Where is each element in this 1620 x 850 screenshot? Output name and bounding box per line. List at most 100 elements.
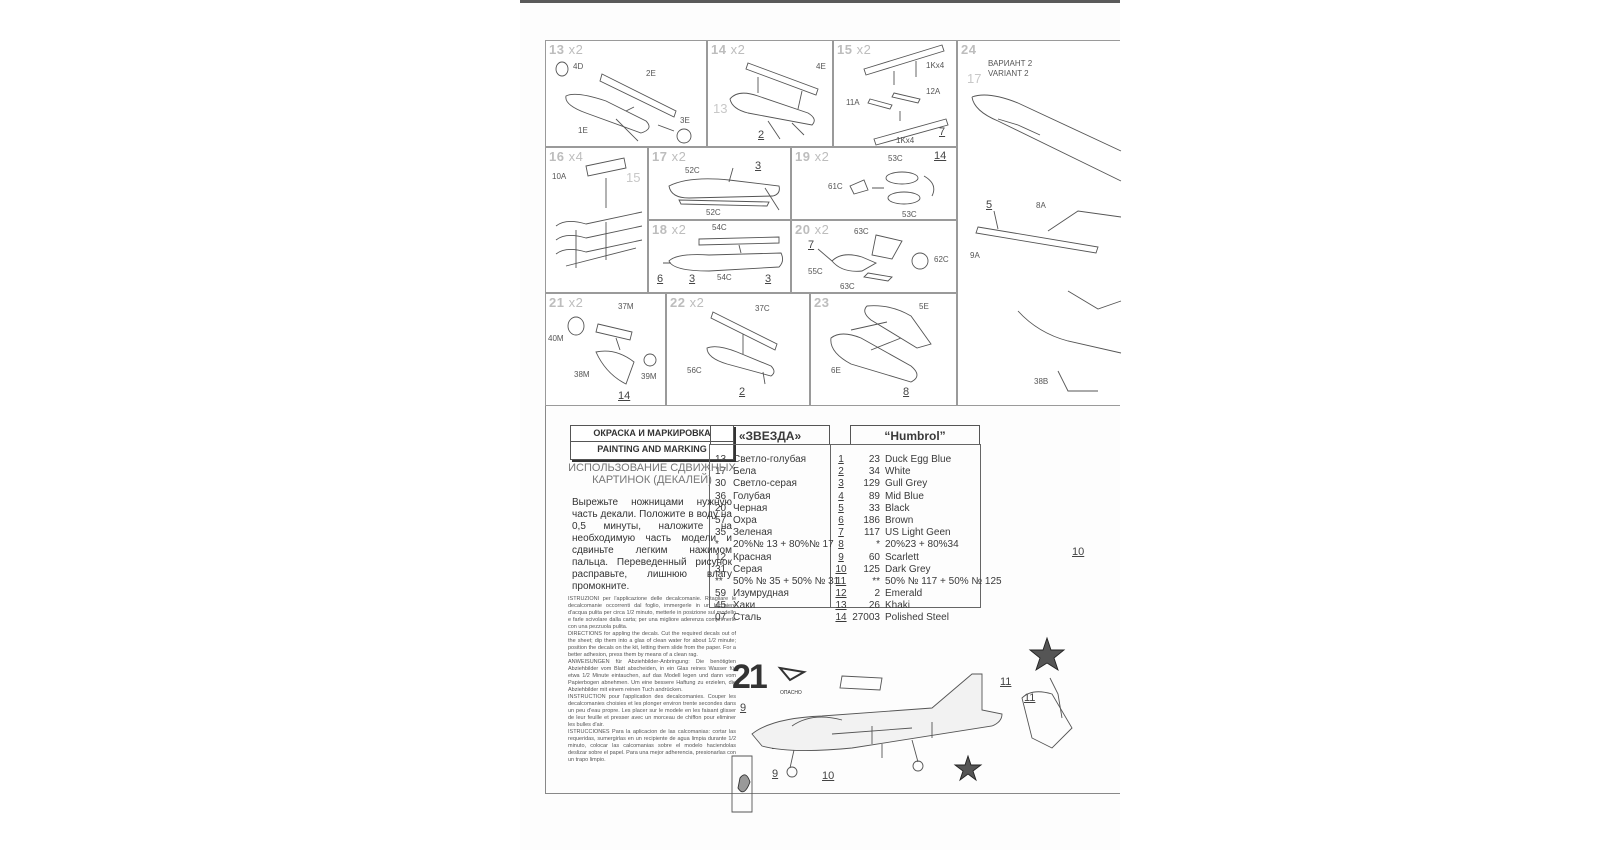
paint-callout: 11 [1024, 692, 1036, 704]
variant-label-en: VARIANT 2 [988, 69, 1029, 78]
decal-instructions-foreign: ISTRUZIONI per l'applicazione delle deca… [568, 596, 736, 764]
painting-title-box: ОКРАСКА И МАРКИРОВКА PAINTING AND MARKIN… [570, 425, 734, 460]
zvezda-paint-name: Бела [733, 466, 757, 478]
zvezda-paint-code: 20 [715, 502, 727, 514]
part-drawing [729, 62, 819, 140]
part-drawing [830, 305, 932, 383]
sheet-top-edge [520, 0, 1120, 3]
humbrol-paint-code: ** [872, 575, 880, 587]
paint-callout: 10 [822, 770, 835, 782]
paint-callout: 14 [934, 150, 947, 162]
step-number: 13 x2 [549, 42, 584, 57]
paint-index: 1 [838, 454, 844, 465]
humbrol-paint-name: Scarlett [885, 551, 919, 563]
part-drawing [849, 171, 935, 205]
part-label: 54C [717, 273, 732, 282]
step-number: 15 x2 [837, 42, 872, 57]
paint-callout: 11 [1000, 676, 1012, 688]
decal-heading: ИСПОЛЬЗОВАНИЕ СДВИЖНЫХ КАРТИНОК (ДЕКАЛЕЙ… [568, 462, 736, 486]
paint-index: 13 [835, 600, 847, 612]
humbrol-paint-code: 186 [863, 514, 880, 526]
paint-index: 14 [835, 612, 847, 624]
paint-callout: 8 [903, 386, 910, 398]
humbrol-paint-code: 27003 [852, 612, 880, 624]
step-13-panel: 13 x2 4D 2E 1E 3E [545, 40, 707, 147]
bottom-border [545, 793, 1120, 794]
step-22-panel: 22 x2 37C 56C 2 [666, 293, 810, 406]
part-label: 39M [641, 372, 657, 381]
tail-number-decal: 21 [732, 658, 768, 696]
zvezda-paint-name: Голубая [733, 490, 771, 502]
step-number: 14 x2 [711, 42, 746, 57]
step-number: 19 x2 [795, 149, 830, 164]
part-label: 1Kx4 [896, 136, 915, 145]
humbrol-paint-row: 34 White [844, 466, 1002, 478]
part-label: 63C [854, 227, 869, 236]
paint-table-divider [830, 444, 831, 608]
zvezda-paint-name: Зеленая [733, 527, 773, 539]
zvezda-paint-code: 17 [715, 466, 727, 478]
paint-index: 8 [838, 539, 844, 551]
humbrol-paint-name: White [885, 466, 911, 478]
humbrol-paint-code: 117 [864, 527, 880, 539]
humbrol-paint-name: Dark Grey [885, 563, 931, 575]
decal-instructions-en: DIRECTIONS for appling the decals. Cut t… [568, 631, 736, 658]
paint-callout: 7 [939, 126, 946, 138]
zvezda-paint-code: 35 [715, 527, 727, 539]
part-label: 40M [548, 334, 564, 343]
step-number: 18 x2 [652, 222, 687, 237]
part-label: 54C [712, 223, 727, 232]
painting-title-ru: ОКРАСКА И МАРКИРОВКА [571, 426, 733, 442]
part-label: 8A [1036, 201, 1046, 210]
zvezda-paint-code: 07 [715, 612, 727, 624]
part-drawing [971, 94, 1122, 392]
part-label: 6E [831, 366, 841, 375]
part-label: 9A [970, 251, 980, 260]
step-16-panel: 16 x4 10A 15 [545, 147, 648, 293]
part-label: 52C [685, 166, 700, 175]
part-drawing [555, 61, 692, 144]
step-21-panel: 21 x2 37M 40M 38M 39M 14 [545, 293, 666, 406]
paint-callout: 7 [808, 239, 815, 251]
paint-callout: 17 [967, 71, 982, 86]
humbrol-paint-code: 89 [868, 490, 880, 502]
humbrol-paint-code: 60 [868, 551, 880, 563]
paint-callout: 2 [758, 129, 765, 141]
zvezda-paint-code: 13 [715, 454, 727, 465]
variant-label-ru: ВАРИАНТ 2 [988, 59, 1033, 68]
zvezda-paint-row: 35 Зеленая [715, 527, 839, 539]
humbrol-paint-code: 34 [868, 466, 880, 478]
paint-callout: 3 [755, 160, 762, 172]
danger-decal: ОПАСНО [780, 690, 802, 696]
paint-callout: 13 [713, 101, 728, 116]
paint-callout: 15 [626, 170, 641, 185]
paint-callout: 10 [1072, 546, 1085, 558]
paint-callout: 9 [772, 768, 779, 780]
left-border [545, 406, 546, 794]
aircraft-marking-diagram: 21 ОПАСНО 9 9 9 10 11 11 10 [731, 546, 1120, 822]
zvezda-paint-name: Изумрудная [733, 588, 789, 600]
humbrol-paint-code: 2 [874, 588, 880, 600]
step-18-panel: 18 x2 54C 54C 6 3 3 [648, 220, 791, 293]
step-24-panel: 24 ВАРИАНТ 2 VARIANT 2 17 8A 9A 38B 5 [957, 40, 1122, 406]
step-number: 23 [814, 295, 830, 310]
humbrol-header: “Humbrol” [850, 425, 980, 445]
paint-index: 7 [838, 527, 844, 539]
humbrol-paint-code: 26 [868, 600, 880, 612]
zvezda-paint-row: *20%№ 13 + 80%№ 17 [715, 539, 839, 551]
painting-title-en: PAINTING AND MARKING [597, 444, 707, 454]
part-label: 3E [680, 116, 690, 125]
part-label: 52C [706, 208, 721, 217]
